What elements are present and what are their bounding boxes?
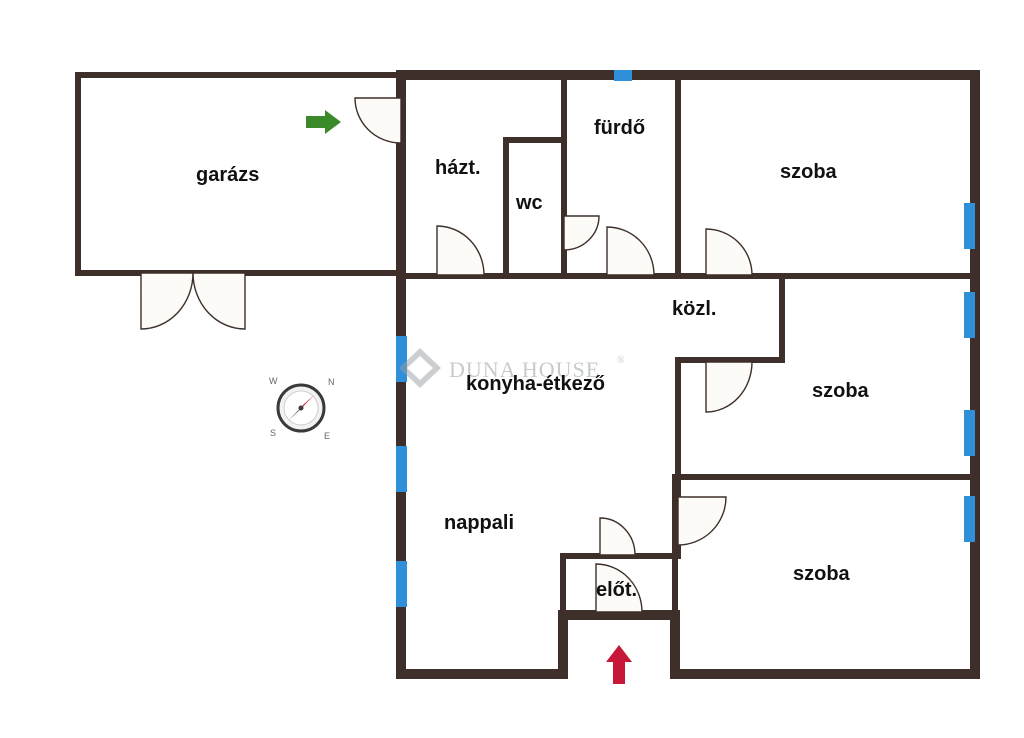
compass-w: W [269,376,278,386]
room-label-eloter: előt. [596,579,637,601]
compass-n: N [328,377,335,387]
door-wc[interactable] [563,215,600,251]
watermark-registered-mark: ® [617,355,626,366]
door-eloter-top[interactable] [599,517,636,556]
door-szoba-middle[interactable] [705,361,753,413]
window [396,336,407,382]
window [964,292,975,338]
windows [396,70,975,607]
room-label-nappali: nappali [444,512,514,534]
window [964,496,975,542]
compass-s: S [270,428,276,438]
room-label-szoba-bottom: szoba [793,563,851,585]
room-label-furdo: fürdő [594,117,645,139]
door-furdo[interactable] [606,226,655,276]
room-labels: garázs házt. wc fürdő szoba közl. konyha… [196,117,870,601]
window [614,70,632,81]
duna-house-logo-icon [399,348,441,388]
room-label-kozl: közl. [672,298,716,320]
door-garage-left[interactable] [140,272,194,330]
window [396,446,407,492]
walls [75,70,980,679]
window [964,203,975,249]
arrow-up-icon [606,645,632,684]
compass-e: E [324,431,330,441]
door-szoba-bottom[interactable] [677,496,727,546]
room-label-garazs: garázs [196,164,259,186]
arrow-right-icon [306,110,341,134]
room-label-szoba-top: szoba [780,161,838,183]
window [396,561,407,607]
door-szoba-top[interactable] [705,228,753,276]
door-garage-right[interactable] [192,272,246,330]
doors [140,97,753,613]
watermark: DUNA HOUSE ® [399,348,626,388]
room-label-szoba-middle: szoba [812,380,870,402]
room-label-konyha: konyha-étkező [466,373,605,395]
watermark-brand: DUNA HOUSE [449,357,600,382]
window [964,410,975,456]
compass-icon: N E S W [269,376,335,441]
door-hazt[interactable] [436,225,485,276]
door-garage-house[interactable] [354,97,402,144]
room-label-wc: wc [515,192,543,214]
room-label-hazt: házt. [435,157,481,179]
door-entrance[interactable] [595,563,643,613]
